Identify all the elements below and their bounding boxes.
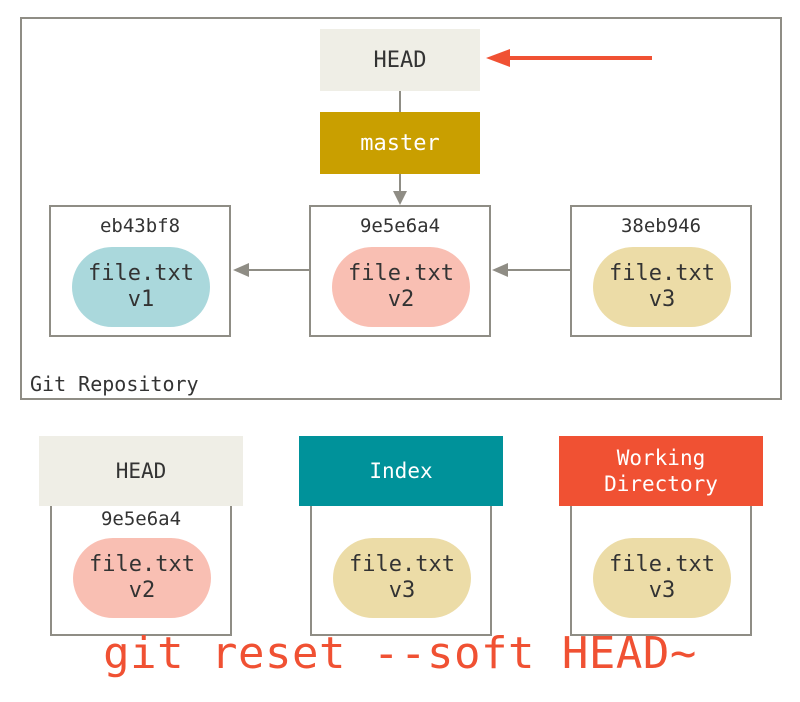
master-branch-label: master [360,130,440,156]
head-pointer-arrowhead [486,49,510,67]
area-index-box: file.txt v3 [310,506,492,636]
file-version: v2 [128,578,156,603]
area-head-hash: 9e5e6a4 [100,508,182,530]
area-workdir-title-line2: Directory [604,472,718,496]
git-command-text: git reset --soft HEAD~ [103,628,697,679]
commit-9e5e6a4: 9e5e6a4 file.txt v2 [309,205,491,337]
file-name: file.txt [349,552,455,577]
area-index-header: Index [299,436,503,506]
commit-eb43bf8: eb43bf8 file.txt v1 [49,205,231,337]
file-name: file.txt [88,261,194,286]
commit-hash: eb43bf8 [99,215,181,237]
commit-hash: 38eb946 [620,215,702,237]
file-name: file.txt [348,261,454,286]
area-workdir-header: Working Directory [559,436,763,506]
file-version: v3 [648,578,676,603]
file-blob-v1: file.txt v1 [72,247,210,327]
area-head-box: 9e5e6a4 file.txt v2 [50,506,232,636]
repo-head-ref: HEAD [320,29,480,91]
file-blob-v2: file.txt v2 [332,247,470,327]
area-head-title: HEAD [115,459,167,483]
commit-hash: 9e5e6a4 [359,215,441,237]
file-name: file.txt [609,261,715,286]
git-repository-label: Git Repository [30,372,199,396]
area-workdir-file-blob: file.txt v3 [593,538,731,618]
file-name: file.txt [609,552,715,577]
master-branch-ref: master [320,112,480,174]
area-workdir-box: file.txt v3 [570,506,752,636]
file-version: v1 [127,287,155,312]
area-head-file-blob: file.txt v2 [73,538,211,618]
file-version: v3 [388,578,416,603]
file-name: file.txt [89,552,195,577]
file-version: v2 [387,287,415,312]
v3-to-v2-arrowhead [492,263,508,277]
area-head-header: HEAD [39,436,243,506]
master-to-commit-arrowhead [393,191,407,205]
area-index-file-blob: file.txt v3 [333,538,471,618]
git-repository-frame [20,17,782,400]
commit-38eb946: 38eb946 file.txt v3 [570,205,752,337]
repo-head-label: HEAD [373,47,427,73]
area-workdir-title-line1: Working [616,446,706,470]
file-version: v3 [648,287,676,312]
file-blob-v3: file.txt v3 [593,247,731,327]
area-index-title: Index [369,459,433,483]
v2-to-v1-arrowhead [233,263,249,277]
